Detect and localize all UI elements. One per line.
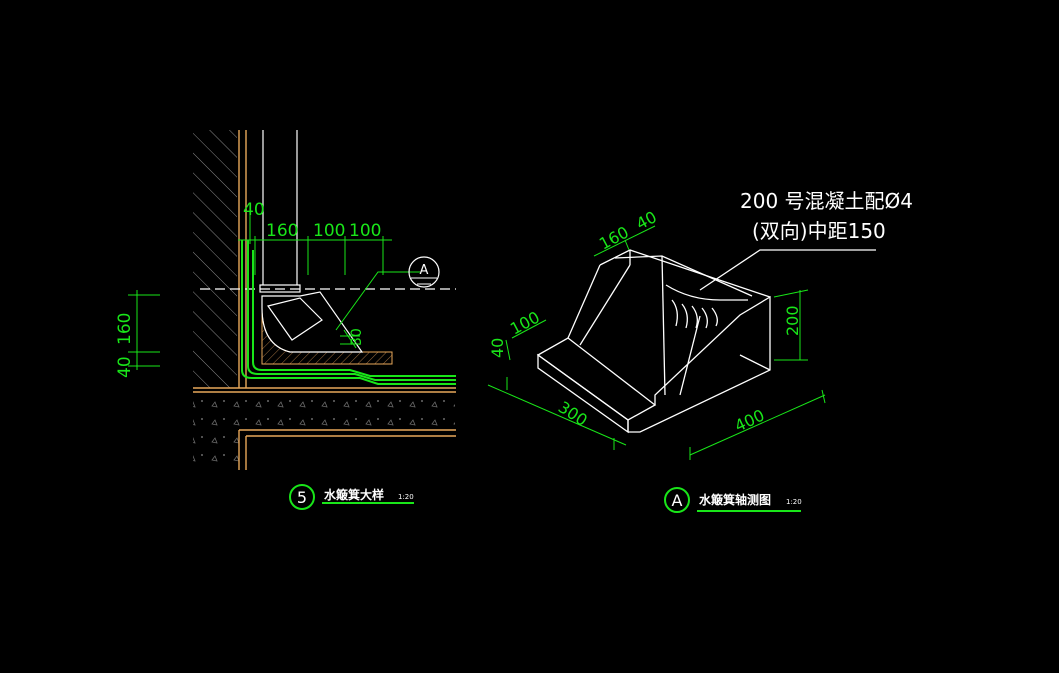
dim-160-side: 160 — [115, 313, 135, 345]
axono-dim-40-left: 40 — [488, 338, 507, 358]
basin-outline — [261, 291, 364, 353]
dimension-lines — [128, 205, 420, 370]
callout-a-label: A — [420, 263, 429, 278]
lower-wall — [193, 432, 239, 470]
dim-160: 160 — [266, 221, 298, 241]
detail-a-title: A 水簸箕轴测图 1:20 — [664, 487, 802, 513]
detail-a-scale: 1:20 — [786, 498, 802, 506]
axono-dim-200: 200 — [783, 305, 802, 336]
detail-a-title-text: 水簸箕轴测图 — [699, 492, 771, 507]
callout-a-bubble: A — [408, 256, 440, 288]
axonometric-body — [536, 249, 876, 434]
axono-dim-400: 400 — [732, 405, 768, 435]
waterproof-membrane — [241, 240, 456, 385]
detail-5-title: 5 水簸箕大样 1:20 — [289, 484, 414, 510]
dim-100-a: 100 — [313, 221, 345, 241]
detail-a-letter: A — [672, 491, 683, 510]
material-note-line1: 200 号混凝土配Ø4 — [740, 189, 913, 213]
basin-fill — [261, 307, 393, 365]
detail-5-title-text: 水簸箕大样 — [324, 487, 384, 502]
detail-5-section: 40 160 100 100 160 40 30 A 5 水簸箕大样 1:20 — [115, 130, 456, 510]
wall-hatch — [193, 130, 237, 388]
axono-dim-160: 160 — [596, 222, 632, 253]
dim-30: 30 — [349, 328, 365, 346]
dim-40-side: 40 — [115, 356, 135, 378]
orange-outline — [193, 130, 456, 470]
detail-5-scale: 1:20 — [398, 493, 414, 501]
axono-dim-40: 40 — [633, 207, 660, 233]
spout-block — [267, 297, 323, 341]
detail-5-number: 5 — [297, 488, 307, 507]
dim-100-b: 100 — [349, 221, 381, 241]
axono-dim-100: 100 — [507, 307, 543, 338]
axono-dimension-lines — [487, 225, 826, 460]
dim-40-top: 40 — [243, 200, 265, 220]
material-note-line2: (双向)中距150 — [752, 219, 886, 243]
floor-slab — [193, 392, 455, 432]
detail-a-axonometric: 160 40 100 40 200 300 400 200 号混凝土配Ø4 (双… — [487, 189, 913, 513]
downpipe — [200, 130, 456, 293]
